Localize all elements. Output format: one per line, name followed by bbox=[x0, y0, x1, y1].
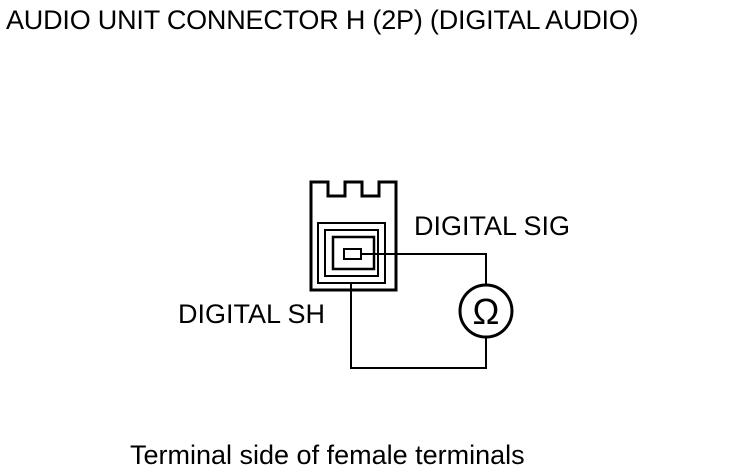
label-digital-sig: DIGITAL SIG bbox=[414, 211, 571, 241]
digital-sig-wire bbox=[361, 253, 487, 285]
ohmmeter-icon: Ω bbox=[458, 283, 514, 339]
label-digital-sh: DIGITAL SH bbox=[178, 299, 326, 329]
connector-icon bbox=[309, 180, 398, 292]
digital-sh-wire bbox=[350, 283, 487, 369]
diagram-title: AUDIO UNIT CONNECTOR H (2P) (DIGITAL AUD… bbox=[6, 5, 639, 35]
diagram-caption: Terminal side of female terminals bbox=[130, 440, 525, 470]
ohm-symbol: Ω bbox=[473, 291, 500, 332]
wiring bbox=[350, 253, 487, 369]
